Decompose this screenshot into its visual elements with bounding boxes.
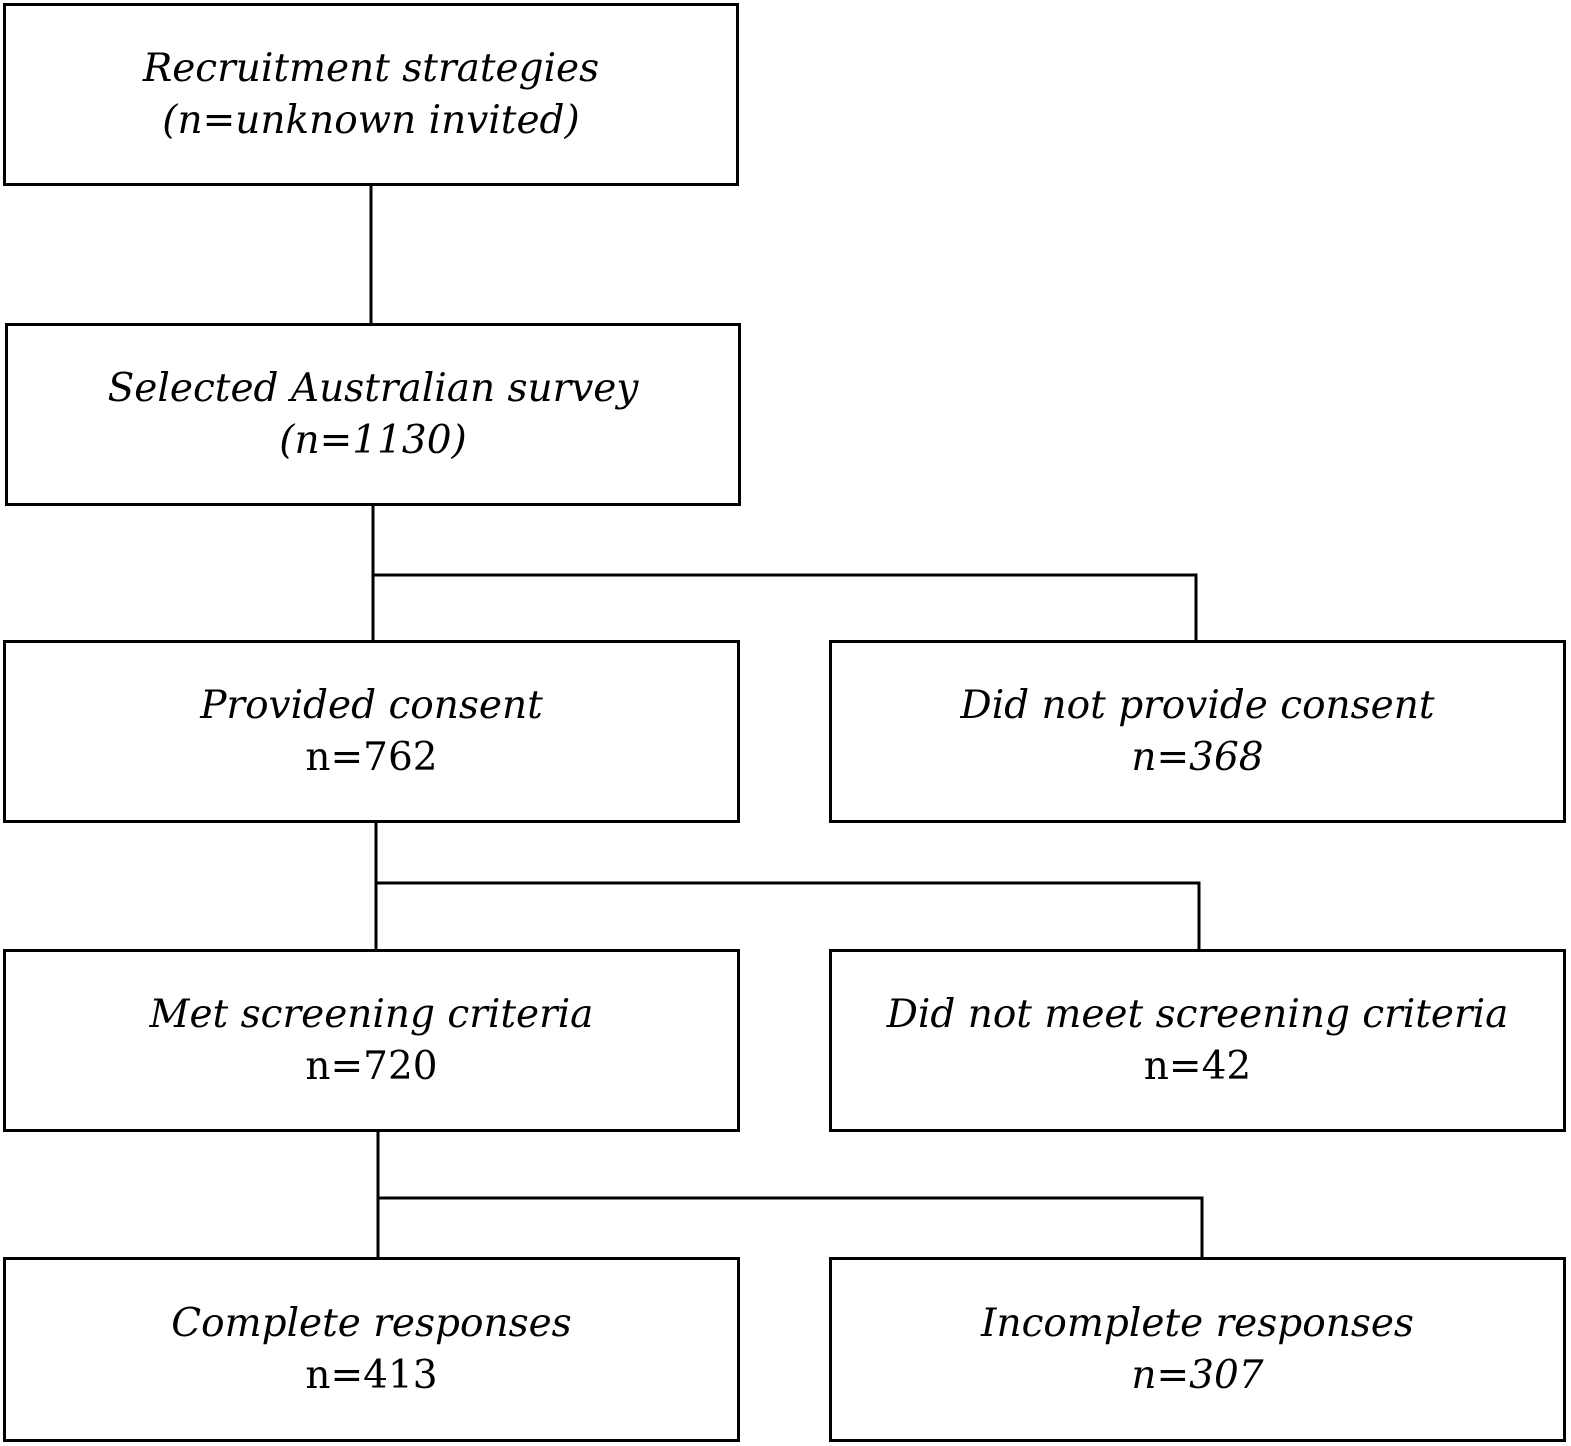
box-label: Selected Australian survey [107,365,639,411]
connector-selected-noconsent [371,573,1198,642]
selected-survey-box: Selected Australian survey (n=1130) [5,323,741,506]
box-count: n=762 [305,734,438,780]
box-label: Provided consent [200,682,543,728]
box-label: Did not meet screening criteria [886,991,1509,1037]
box-count: n=413 [305,1352,438,1398]
box-count: n=42 [1143,1043,1252,1089]
box-label: Complete responses [171,1300,572,1346]
box-count: (n=1130) [279,417,467,463]
box-count: n=720 [305,1043,438,1089]
box-count: n=368 [1131,734,1264,780]
recruitment-strategies-box: Recruitment strategies (n=unknown invite… [3,3,739,186]
met-screening-box: Met screening criteria n=720 [3,949,740,1132]
provided-consent-box: Provided consent n=762 [3,640,740,823]
box-label: Did not provide consent [960,682,1435,728]
box-count: n=307 [1131,1352,1264,1398]
no-consent-box: Did not provide consent n=368 [829,640,1566,823]
not-met-screening-box: Did not meet screening criteria n=42 [829,949,1566,1132]
box-count: (n=unknown invited) [162,97,580,143]
box-label: Incomplete responses [981,1300,1414,1346]
box-label: Recruitment strategies [142,45,600,91]
connector-screen-incomplete [376,1196,1204,1259]
box-label: Met screening criteria [149,991,594,1037]
complete-responses-box: Complete responses n=413 [3,1257,740,1442]
connector-consent-noscreen [374,881,1201,951]
incomplete-responses-box: Incomplete responses n=307 [829,1257,1566,1442]
